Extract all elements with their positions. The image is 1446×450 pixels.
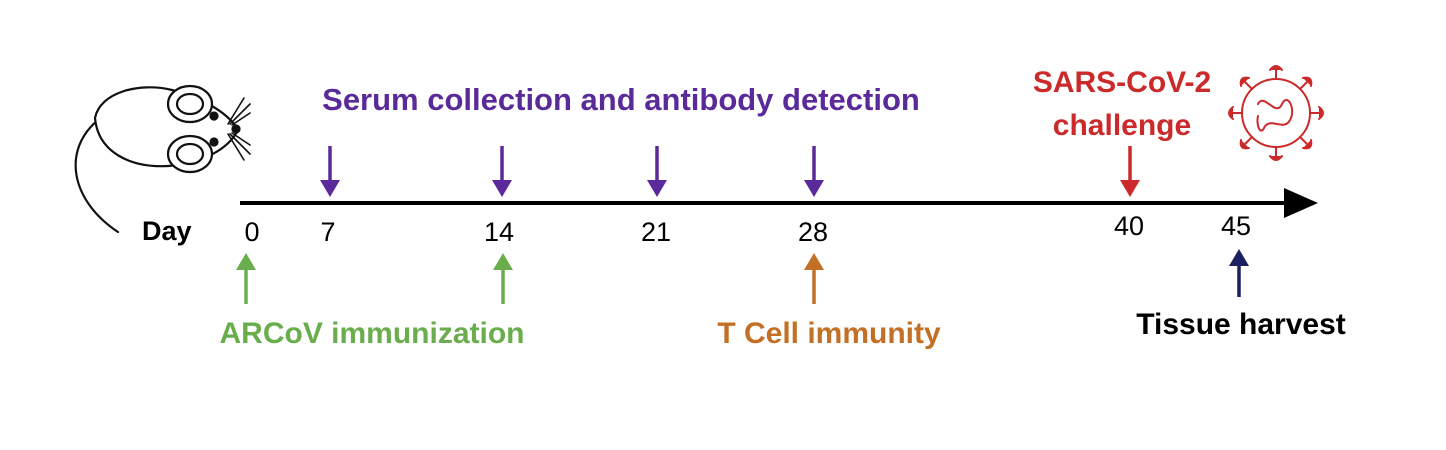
day-label-21: 21 — [641, 217, 671, 247]
serum-arrow-day-21 — [647, 146, 667, 197]
virus-icon — [1228, 65, 1324, 161]
day-label-0: 0 — [244, 217, 259, 247]
immunization-arrow-day-0 — [236, 253, 256, 304]
serum-label: Serum collection and antibody detection — [322, 82, 920, 117]
challenge-label-line1: SARS-CoV-2 — [1033, 66, 1211, 99]
serum-arrow-day-14 — [492, 146, 512, 197]
axis-label-day: Day — [142, 216, 192, 246]
day-label-45: 45 — [1221, 211, 1251, 241]
day-label-14: 14 — [484, 217, 514, 247]
challenge-arrow-day-40 — [1120, 146, 1140, 197]
serum-arrow-day-28 — [804, 146, 824, 197]
harvest-label: Tissue harvest — [1136, 308, 1346, 341]
mouse-icon — [74, 84, 251, 234]
day-label-40: 40 — [1114, 211, 1144, 241]
challenge-label-line2: challenge — [1053, 109, 1191, 142]
immunization-arrow-day-14 — [493, 253, 513, 304]
harvest-arrow-day-45 — [1229, 249, 1249, 297]
timeline-arrowhead — [1284, 188, 1318, 218]
day-label-7: 7 — [320, 217, 335, 247]
tcell-arrow-day-28 — [804, 253, 824, 304]
tcell-label: T Cell immunity — [717, 317, 941, 350]
immunization-label: ARCoV immunization — [220, 317, 525, 350]
immunization-arrows — [236, 253, 513, 304]
day-label-28: 28 — [798, 217, 828, 247]
serum-arrow-day-7 — [320, 146, 340, 197]
serum-arrows — [320, 146, 824, 197]
